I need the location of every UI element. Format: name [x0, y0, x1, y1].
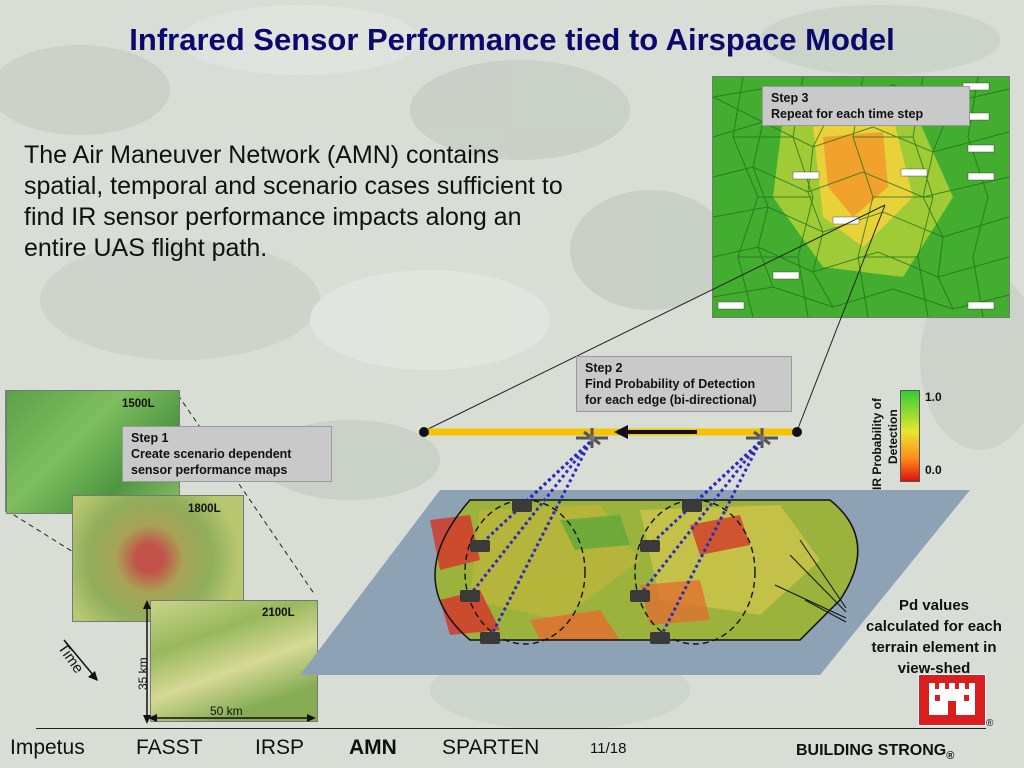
pd-note-line4: view-shed [897, 660, 971, 677]
building-strong-tagline: BUILDING STRONG® [796, 742, 954, 762]
step3-title: Step 3 [771, 91, 809, 105]
step3-text: Repeat for each time step [771, 107, 924, 121]
pd-note-line1: Pd values [898, 597, 970, 614]
legend-min: 0.0 [925, 463, 942, 477]
width-scale-label: 50 km [210, 704, 243, 718]
step1-callout: Step 1 Create scenario dependent sensor … [122, 426, 332, 482]
nav-impetus[interactable]: Impetus [10, 736, 85, 759]
pd-note: Pd values calculated for each terrain el… [846, 595, 1022, 679]
legend-colorbar [900, 390, 920, 482]
tagline-text: BUILDING STRONG [796, 742, 947, 759]
intro-paragraph: The Air Maneuver Network (AMN) contains … [24, 141, 563, 262]
legend-title-line2: Detection [886, 409, 900, 464]
step2-line2: for each edge (bi-directional) [585, 393, 757, 407]
step2-line1: Find Probability of Detection [585, 377, 756, 391]
pd-note-line3: terrain element in [871, 639, 997, 656]
usace-castle-logo [918, 674, 986, 726]
footer-divider [36, 728, 986, 729]
altitude-label-2100l: 2100L [262, 607, 295, 619]
nav-fasst[interactable]: FASST [136, 736, 203, 759]
step1-title: Step 1 [131, 431, 169, 445]
altitude-label-1500l: 1500L [122, 398, 155, 410]
uas-aircraft-icon [576, 428, 608, 448]
step1-line2: sensor performance maps [131, 463, 288, 477]
uas-aircraft-icon [746, 428, 778, 448]
step3-callout: Step 3 Repeat for each time step [762, 86, 970, 126]
nav-irsp[interactable]: IRSP [255, 736, 305, 759]
step2-callout: Step 2 Find Probability of Detection for… [576, 356, 792, 412]
slide-title: Infrared Sensor Performance tied to Airs… [129, 22, 895, 57]
tagline-registered-mark: ® [946, 750, 955, 763]
pd-note-line2: calculated for each [866, 618, 1002, 635]
nav-sparten[interactable]: SPARTEN [442, 736, 540, 759]
legend-max: 1.0 [925, 390, 942, 404]
step1-line1: Create scenario dependent [131, 447, 292, 461]
legend-title-line1: IR Probability of [870, 397, 884, 490]
altitude-label-1800l: 1800L [188, 503, 221, 515]
nav-amn[interactable]: AMN [349, 736, 397, 759]
page-number: 11/18 [590, 740, 627, 757]
step2-title: Step 2 [585, 361, 623, 375]
logo-registered-mark: ® [986, 718, 994, 729]
